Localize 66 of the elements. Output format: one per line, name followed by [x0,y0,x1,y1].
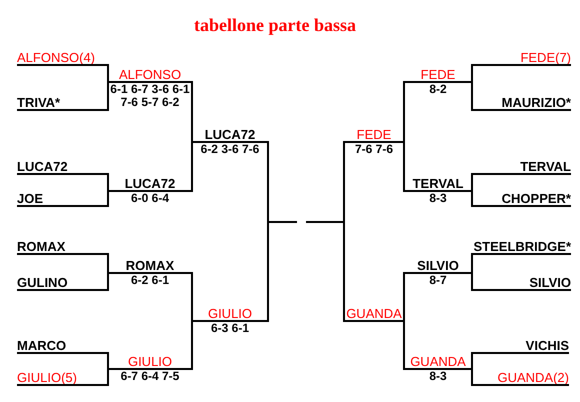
winner-name: GIULIO [126,355,174,368]
bracket-connector [107,368,109,386]
player-name: MAURIZIO* [500,96,571,109]
bracket-connector [471,368,473,386]
match-score: 6-3 6-1 [210,322,250,335]
bracket-connector [403,320,405,370]
winner-name: ROMAX [124,259,176,272]
player-name: TRIVA* [17,96,62,109]
bracket-connector [471,190,473,207]
bracket-connector [191,320,193,370]
bracket-connector [107,81,109,111]
winner-name: ALFONSO [118,68,182,81]
player-name: FEDE(7) [519,51,571,64]
player-name: JOE [17,192,44,205]
player-name: STEELBRIDGE* [472,240,571,253]
bracket-connector [403,272,405,322]
bracket-connector [403,81,405,143]
player-name: ALFONSO(4) [17,51,96,64]
bracket-connector [306,221,345,322]
bracket-connector [107,272,109,291]
player-name: TERVAL [519,160,571,173]
title: tabellone parte bassa [193,14,357,36]
bracket-connector [471,64,473,83]
winner-name: FEDE [356,128,392,141]
winner-name: TERVAL [412,177,464,190]
player-name: VICHIS [524,339,569,352]
winner-name: LUCA72 [124,177,176,190]
bracket-connector [107,352,109,370]
bracket-connector [107,253,109,274]
bracket-connector [107,190,109,207]
player-name: MARCO [17,339,68,352]
match-score: 8-7 [428,274,448,287]
match-score: 6-0 6-4 [130,192,170,205]
bracket-connector [191,81,193,143]
match-score: 6-1 6-7 3-6 6-1 7-6 5-7 6-2 [109,83,191,109]
bracket-connector [471,253,473,274]
bracket-connector [107,64,109,83]
bracket-connector [267,221,297,322]
winner-name: SILVIO [416,259,460,272]
winner-name: GIULIO [206,307,254,320]
winner-name: GUANDA [345,307,403,320]
bracket-connector [471,81,473,111]
bracket-connector [471,173,473,192]
bracket-connector [191,141,193,192]
player-name: GUANDA(2) [496,371,569,384]
bracket-connector [107,173,109,192]
bracket-connector [471,272,473,291]
match-score: 6-2 3-6 7-6 [200,143,260,156]
winner-name: GUANDA [409,355,467,368]
bracket-connector [471,352,473,370]
player-name: GULINO [17,276,69,289]
match-score: 6-2 6-1 [130,274,170,287]
match-score: 7-6 7-6 [354,143,394,156]
bracket-connector [403,141,405,192]
winner-name: LUCA72 [204,128,256,141]
match-score: 8-2 [428,83,448,96]
match-score: 6-7 6-4 7-5 [120,370,180,383]
player-name: SILVIO [528,276,571,289]
winner-name: FEDE [420,68,456,81]
bracket-connector [191,272,193,322]
player-name: ROMAX [17,240,66,253]
player-name: CHOPPER* [500,192,571,205]
match-score: 8-3 [428,192,448,205]
match-score: 8-3 [428,370,448,383]
player-name: GIULIO(5) [17,371,78,384]
player-name: LUCA72 [17,160,69,173]
